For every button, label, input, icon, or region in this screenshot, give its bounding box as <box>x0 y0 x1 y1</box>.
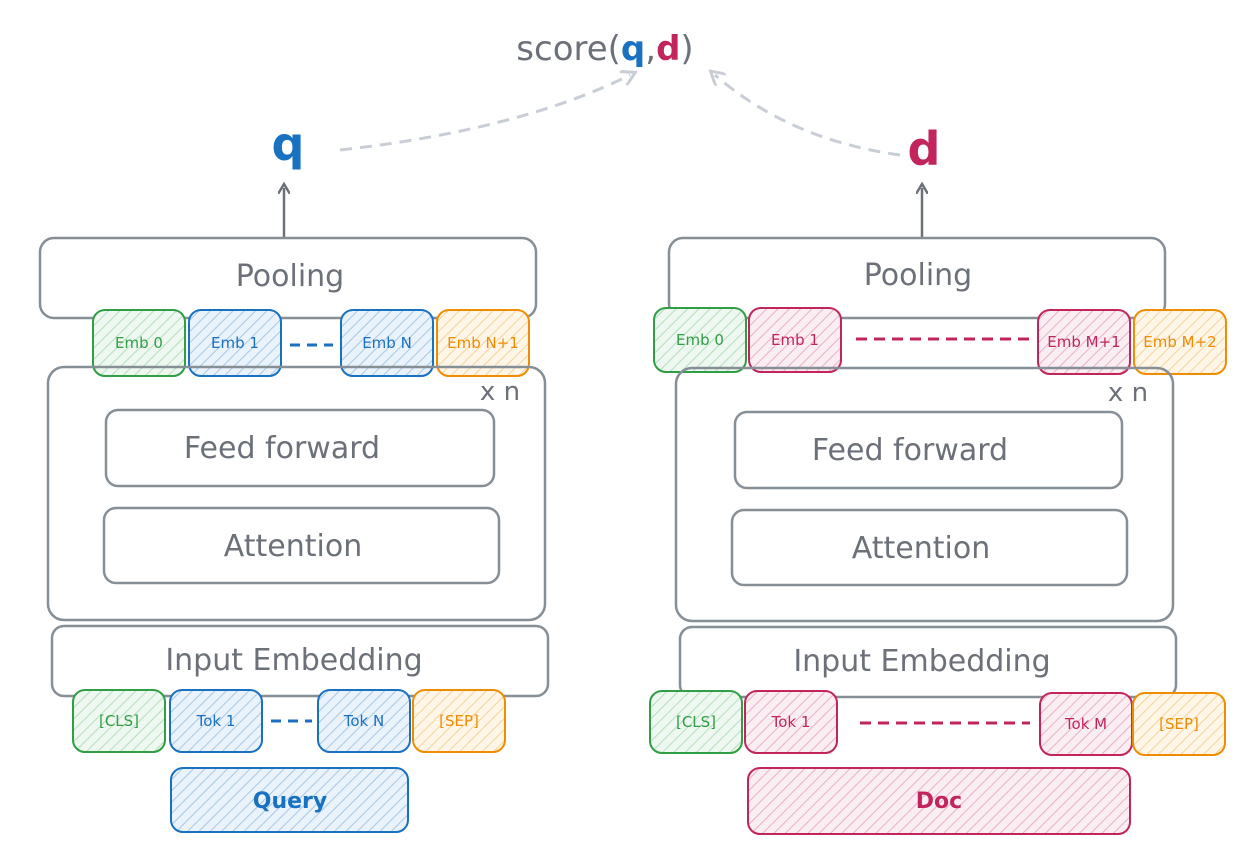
query-pooling-box <box>38 236 538 320</box>
doc-token-cls-box <box>649 690 743 754</box>
query-emb-n-box <box>340 309 434 377</box>
query-token-n-label: Tok N <box>343 712 384 730</box>
query-attention-label: Attention <box>224 529 362 564</box>
query-input-label: Query <box>253 789 327 814</box>
score-q: q <box>621 29 645 69</box>
score-suffix: ) <box>680 29 693 69</box>
doc-emb-m1-label: Emb M+1 <box>1047 333 1120 351</box>
doc-token-1-box <box>744 690 838 754</box>
doc-feed-forward-label: Feed forward <box>812 433 1008 468</box>
query-input-embedding-box <box>50 624 550 698</box>
query-tower: q Pooling Emb 0 Emb 1 Emb N Emb N+1 x n … <box>38 117 550 833</box>
query-emb-0-label: Emb 0 <box>115 334 163 352</box>
query-token-cls-label: [CLS] <box>99 712 139 730</box>
doc-emb-1-box <box>748 307 842 373</box>
doc-input-box <box>747 767 1131 835</box>
doc-emb-0-label: Emb 0 <box>676 331 724 349</box>
query-token-1-label: Tok 1 <box>196 712 236 730</box>
query-repeat-label: x n <box>480 377 520 407</box>
query-token-cls-box <box>72 689 166 753</box>
query-feed-forward-box <box>104 408 496 488</box>
doc-attention-label: Attention <box>852 531 990 566</box>
doc-token-sep-label: [SEP] <box>1159 715 1199 733</box>
score-d: d <box>656 29 680 69</box>
query-token-sep-label: [SEP] <box>439 712 479 730</box>
query-emb-n1-box <box>436 309 530 377</box>
query-attention-box <box>102 506 501 585</box>
query-emb-n-label: Emb N <box>362 334 412 352</box>
query-feed-forward-label: Feed forward <box>184 431 380 466</box>
doc-emb-1-label: Emb 1 <box>771 331 819 349</box>
score-prefix: score( <box>516 29 621 69</box>
doc-input-embedding-label: Input Embedding <box>793 644 1050 679</box>
doc-transformer-block <box>674 366 1175 623</box>
doc-pooling-box <box>667 236 1167 320</box>
query-pooling-label: Pooling <box>236 259 344 294</box>
query-emb-0-box <box>92 309 186 377</box>
query-output-label: q <box>272 117 305 171</box>
doc-tower: d Pooling Emb 0 Emb 1 Emb M+1 Emb M+2 x … <box>649 122 1227 835</box>
query-input-box <box>170 767 409 833</box>
doc-token-1-label: Tok 1 <box>771 713 811 731</box>
doc-emb-m2-label: Emb M+2 <box>1143 333 1216 351</box>
doc-feed-forward-box <box>733 410 1124 490</box>
query-transformer-block <box>46 365 547 622</box>
doc-token-m-label: Tok M <box>1064 715 1107 733</box>
doc-emb-0-box <box>653 307 747 373</box>
doc-token-cls-label: [CLS] <box>676 713 716 731</box>
doc-input-label: Doc <box>916 789 962 814</box>
d-to-score-arrow <box>715 75 901 157</box>
score-title: score(q,d) <box>516 29 693 69</box>
doc-emb-m1-box <box>1037 309 1131 375</box>
doc-attention-box <box>730 508 1129 587</box>
query-token-sep-box <box>412 689 506 753</box>
query-emb-1-box <box>188 309 282 377</box>
doc-token-sep-box <box>1132 692 1226 756</box>
query-emb-1-label: Emb 1 <box>211 334 259 352</box>
query-input-embedding-label: Input Embedding <box>165 643 422 678</box>
query-emb-n1-label: Emb N+1 <box>447 334 519 352</box>
query-token-1-box <box>169 689 263 753</box>
doc-emb-m2-box <box>1133 309 1227 375</box>
query-token-n-box <box>317 689 411 753</box>
doc-repeat-label: x n <box>1108 378 1148 408</box>
q-to-score-arrow <box>339 75 630 152</box>
doc-output-label: d <box>908 122 941 176</box>
doc-pooling-label: Pooling <box>864 258 972 293</box>
score-comma: , <box>645 29 656 69</box>
doc-input-embedding-box <box>678 625 1178 699</box>
